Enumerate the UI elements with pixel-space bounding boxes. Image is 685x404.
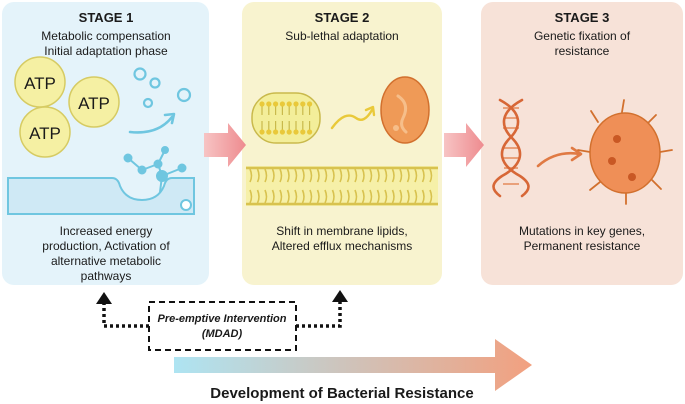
atp-label: ATP bbox=[78, 94, 110, 113]
stage-transition-arrow bbox=[204, 123, 246, 167]
atp-circle-icon: ATP bbox=[68, 76, 120, 128]
stage3-subtitle-line2: resistance bbox=[555, 44, 610, 58]
stage1-caption-line3: alternative metabolic bbox=[51, 254, 161, 268]
intervention-box bbox=[148, 301, 297, 351]
enzyme-pocket-icon bbox=[180, 199, 192, 211]
stage1-subtitle-line1: Metabolic compensation bbox=[41, 29, 170, 43]
curved-arrow-icon bbox=[536, 151, 582, 168]
curved-arrow-icon bbox=[330, 108, 374, 130]
stage3-caption-line1: Mutations in key genes, bbox=[519, 224, 645, 238]
stage3-subtitle-line1: Genetic fixation of bbox=[534, 29, 631, 43]
atp-label: ATP bbox=[29, 124, 61, 143]
development-arrow bbox=[174, 339, 532, 391]
stage-transition-arrow bbox=[444, 123, 484, 167]
stage2-caption-line2: Altered efflux mechanisms bbox=[272, 239, 413, 253]
curved-arrow-icon bbox=[128, 115, 174, 134]
molecule-network-icon bbox=[123, 146, 187, 193]
enzyme-bar-icon bbox=[7, 177, 195, 215]
stage1-caption-line2: production, Activation of bbox=[42, 239, 170, 253]
development-label: Development of Bacterial Resistance bbox=[210, 385, 473, 402]
resistant-bacterium-icon bbox=[577, 99, 673, 205]
atp-label: ATP bbox=[24, 74, 56, 93]
stage2-panel bbox=[242, 2, 442, 285]
curved-arrow-head bbox=[163, 112, 176, 125]
metabolite-dots-icon bbox=[133, 67, 192, 109]
lipid-bilayer-icon bbox=[246, 166, 438, 206]
stage2-caption-line1: Shift in membrane lipids, bbox=[276, 224, 407, 238]
bacterium-icon bbox=[380, 76, 430, 144]
curved-arrow-head bbox=[570, 146, 583, 162]
stage2-subtitle: Sub-lethal adaptation bbox=[285, 29, 398, 43]
atp-circle-icon: ATP bbox=[14, 56, 66, 108]
dna-helix-icon bbox=[492, 98, 530, 198]
intervention-line1: Pre-emptive Intervention bbox=[158, 313, 287, 325]
stage1-caption-line4: pathways bbox=[81, 269, 132, 283]
atp-circle-icon: ATP bbox=[19, 106, 71, 158]
stage2-title: STAGE 2 bbox=[315, 10, 370, 25]
intervention-arrow-left bbox=[96, 292, 149, 328]
stage1-caption-line1: Increased energy bbox=[60, 224, 153, 238]
stage3-caption-line2: Permanent resistance bbox=[524, 239, 641, 253]
stage1-title: STAGE 1 bbox=[79, 10, 134, 25]
lipid-cell-icon bbox=[251, 92, 321, 144]
curved-arrow-head bbox=[364, 105, 376, 117]
stage1-subtitle-line2: Initial adaptation phase bbox=[44, 44, 168, 58]
stage3-title: STAGE 3 bbox=[555, 10, 610, 25]
intervention-line2: (MDAD) bbox=[202, 328, 243, 340]
stage3-panel bbox=[481, 2, 683, 285]
intervention-arrow-right bbox=[296, 290, 348, 328]
